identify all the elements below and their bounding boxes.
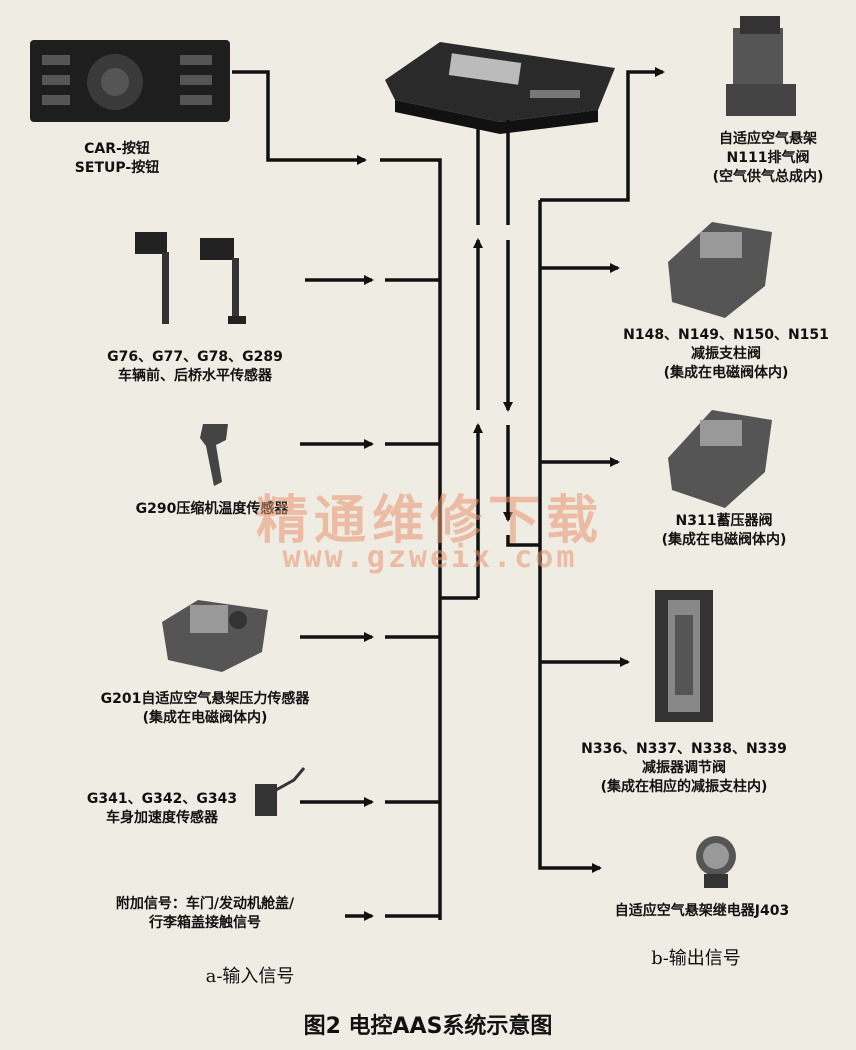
control-unit-icon	[385, 42, 615, 134]
j403-relay-label: 自适应空气悬架继电器J403	[614, 903, 790, 919]
pressure-sensor-icon	[162, 600, 268, 672]
n311-valve-label: N311蓄压器阀 (集成在电磁阀体内)	[661, 513, 787, 548]
strut-valve-block-icon	[668, 222, 772, 318]
relay-icon	[696, 836, 736, 888]
damper-valves-label: N336、N337、N338、N339 减振器调节阀 (集成在相应的减振支柱内)	[581, 741, 787, 795]
input-lines	[232, 70, 483, 921]
control-panel-icon	[30, 40, 230, 122]
output-signals-title: b-输出信号	[651, 948, 741, 969]
figure-caption: 图2 电控AAS系统示意图	[303, 1014, 553, 1039]
temperature-sensor-icon	[200, 424, 228, 486]
acceleration-sensors-label: G341、G342、G343 车身加速度传感器	[86, 791, 238, 826]
watermark-text: 精通维修下载	[255, 491, 605, 551]
compressor-temp-sensor-label: G290压缩机温度传感器	[135, 501, 289, 517]
input-signals-title: a-输入信号	[205, 966, 295, 987]
watermark-url: www.gzweix.com	[282, 540, 578, 575]
car-setup-button-label: CAR-按钮 SETUP-按钮	[74, 141, 160, 176]
strut-valves-label: N148、N149、N150、N151 减振支柱阀 (集成在电磁阀体内)	[623, 327, 829, 381]
output-lines	[503, 67, 665, 873]
level-sensor-icon	[135, 232, 246, 324]
exhaust-valve-icon	[726, 16, 796, 116]
pressure-sensor-label: G201自适应空气悬架压力传感器 (集成在电磁阀体内)	[100, 691, 310, 726]
additional-signals-label: 附加信号：车门/发动机舱盖/ 行李箱盖接触信号	[115, 896, 295, 931]
damper-strut-icon	[655, 590, 713, 722]
acceleration-sensor-icon	[255, 767, 306, 816]
level-sensors-label: G76、G77、G78、G289 车辆前、后桥水平传感器	[107, 349, 283, 384]
accumulator-valve-block-icon	[668, 410, 772, 508]
n111-valve-label: 自适应空气悬架 N111排气阀 (空气供气总成内)	[712, 131, 824, 185]
